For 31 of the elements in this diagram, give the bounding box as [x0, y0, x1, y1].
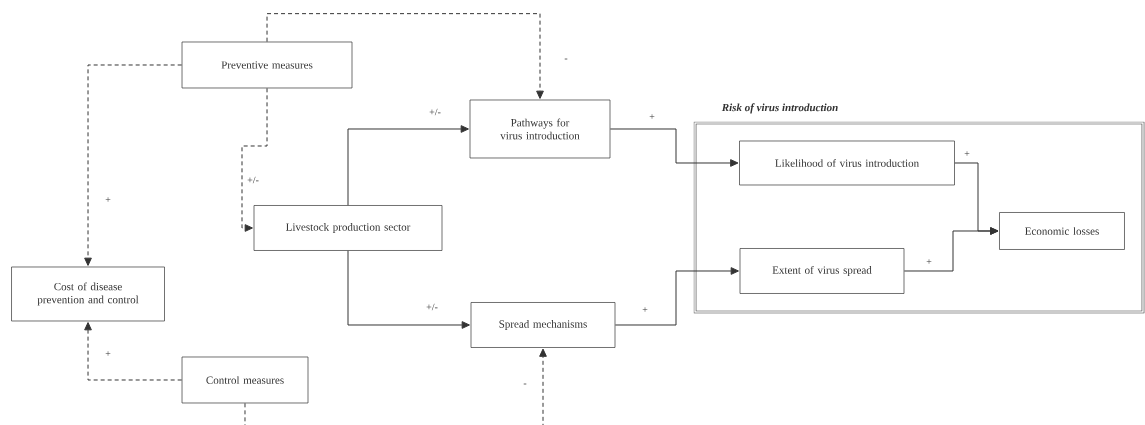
- process-box: Preventive measures: [181, 41, 353, 89]
- arrow: [241, 87, 268, 232]
- edge-label: +: [104, 350, 112, 358]
- edge-label: +: [648, 113, 656, 121]
- arrow: [266, 13, 544, 99]
- edge-label: +: [963, 150, 971, 158]
- arrow: [903, 227, 999, 272]
- arrow: [614, 267, 739, 326]
- edge-label: -: [563, 57, 569, 63]
- edge-label: +/-: [246, 175, 260, 185]
- process-box: Economic losses: [999, 212, 1125, 250]
- edge-label: +/-: [425, 302, 439, 312]
- edge-label: -: [522, 382, 528, 388]
- arrow: [84, 64, 183, 266]
- edge-label: +/-: [428, 107, 442, 117]
- process-box: Pathways for virus introduction: [469, 99, 611, 159]
- arrow: [84, 322, 183, 381]
- process-box: Likelihood of virus introduction: [739, 140, 955, 186]
- process-box: Spread mechanisms: [470, 302, 616, 348]
- edge-label: +: [925, 258, 933, 266]
- process-box: Cost of disease prevention and control: [11, 266, 165, 322]
- edge-label: +: [641, 306, 649, 314]
- edge-label: +: [104, 196, 112, 204]
- arrow: [347, 250, 470, 329]
- process-box: Control measures: [181, 356, 309, 404]
- arrow: [347, 125, 469, 206]
- process-box: Livestock production sector: [253, 205, 443, 251]
- process-box: Extent of virus spread: [739, 248, 905, 294]
- arrow: [609, 128, 739, 167]
- arrow: [539, 348, 547, 425]
- group-heading: Risk of virus introduction: [721, 103, 838, 114]
